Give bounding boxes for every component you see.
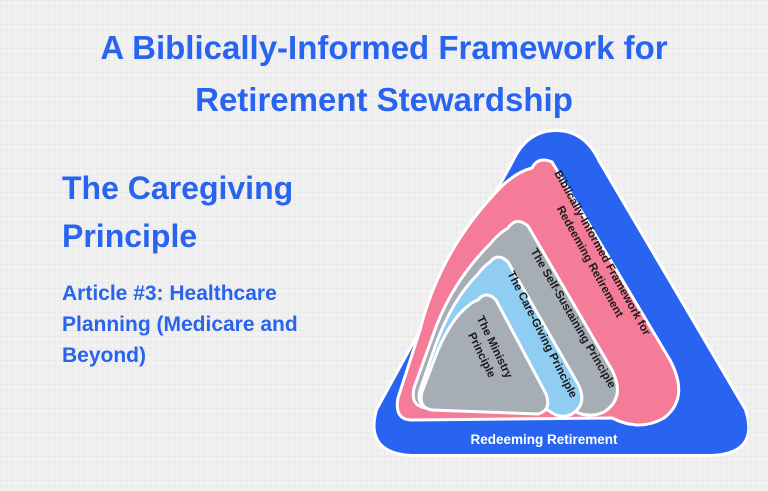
section-heading: The Caregiving Principle	[62, 164, 362, 260]
title-line-2: Retirement Stewardship	[195, 81, 573, 118]
section-heading-line-2: Principle	[62, 218, 198, 254]
page-title: A Biblically-Informed Framework for Reti…	[0, 22, 768, 126]
framework-diagram: Biblically-Informed Framework for Redeem…	[372, 129, 748, 457]
article-title-line-1: Article #3: Healthcare	[62, 282, 277, 305]
layer-ministry	[419, 293, 550, 416]
article-title-line-3: Beyond)	[62, 344, 146, 367]
title-line-1: A Biblically-Informed Framework for	[100, 29, 668, 66]
outer-label: Redeeming Retirement	[470, 432, 618, 447]
article-title: Article #3: Healthcare Planning (Medicar…	[62, 278, 392, 371]
article-title-line-2: Planning (Medicare and	[62, 313, 298, 336]
section-heading-line-1: The Caregiving	[62, 170, 294, 206]
